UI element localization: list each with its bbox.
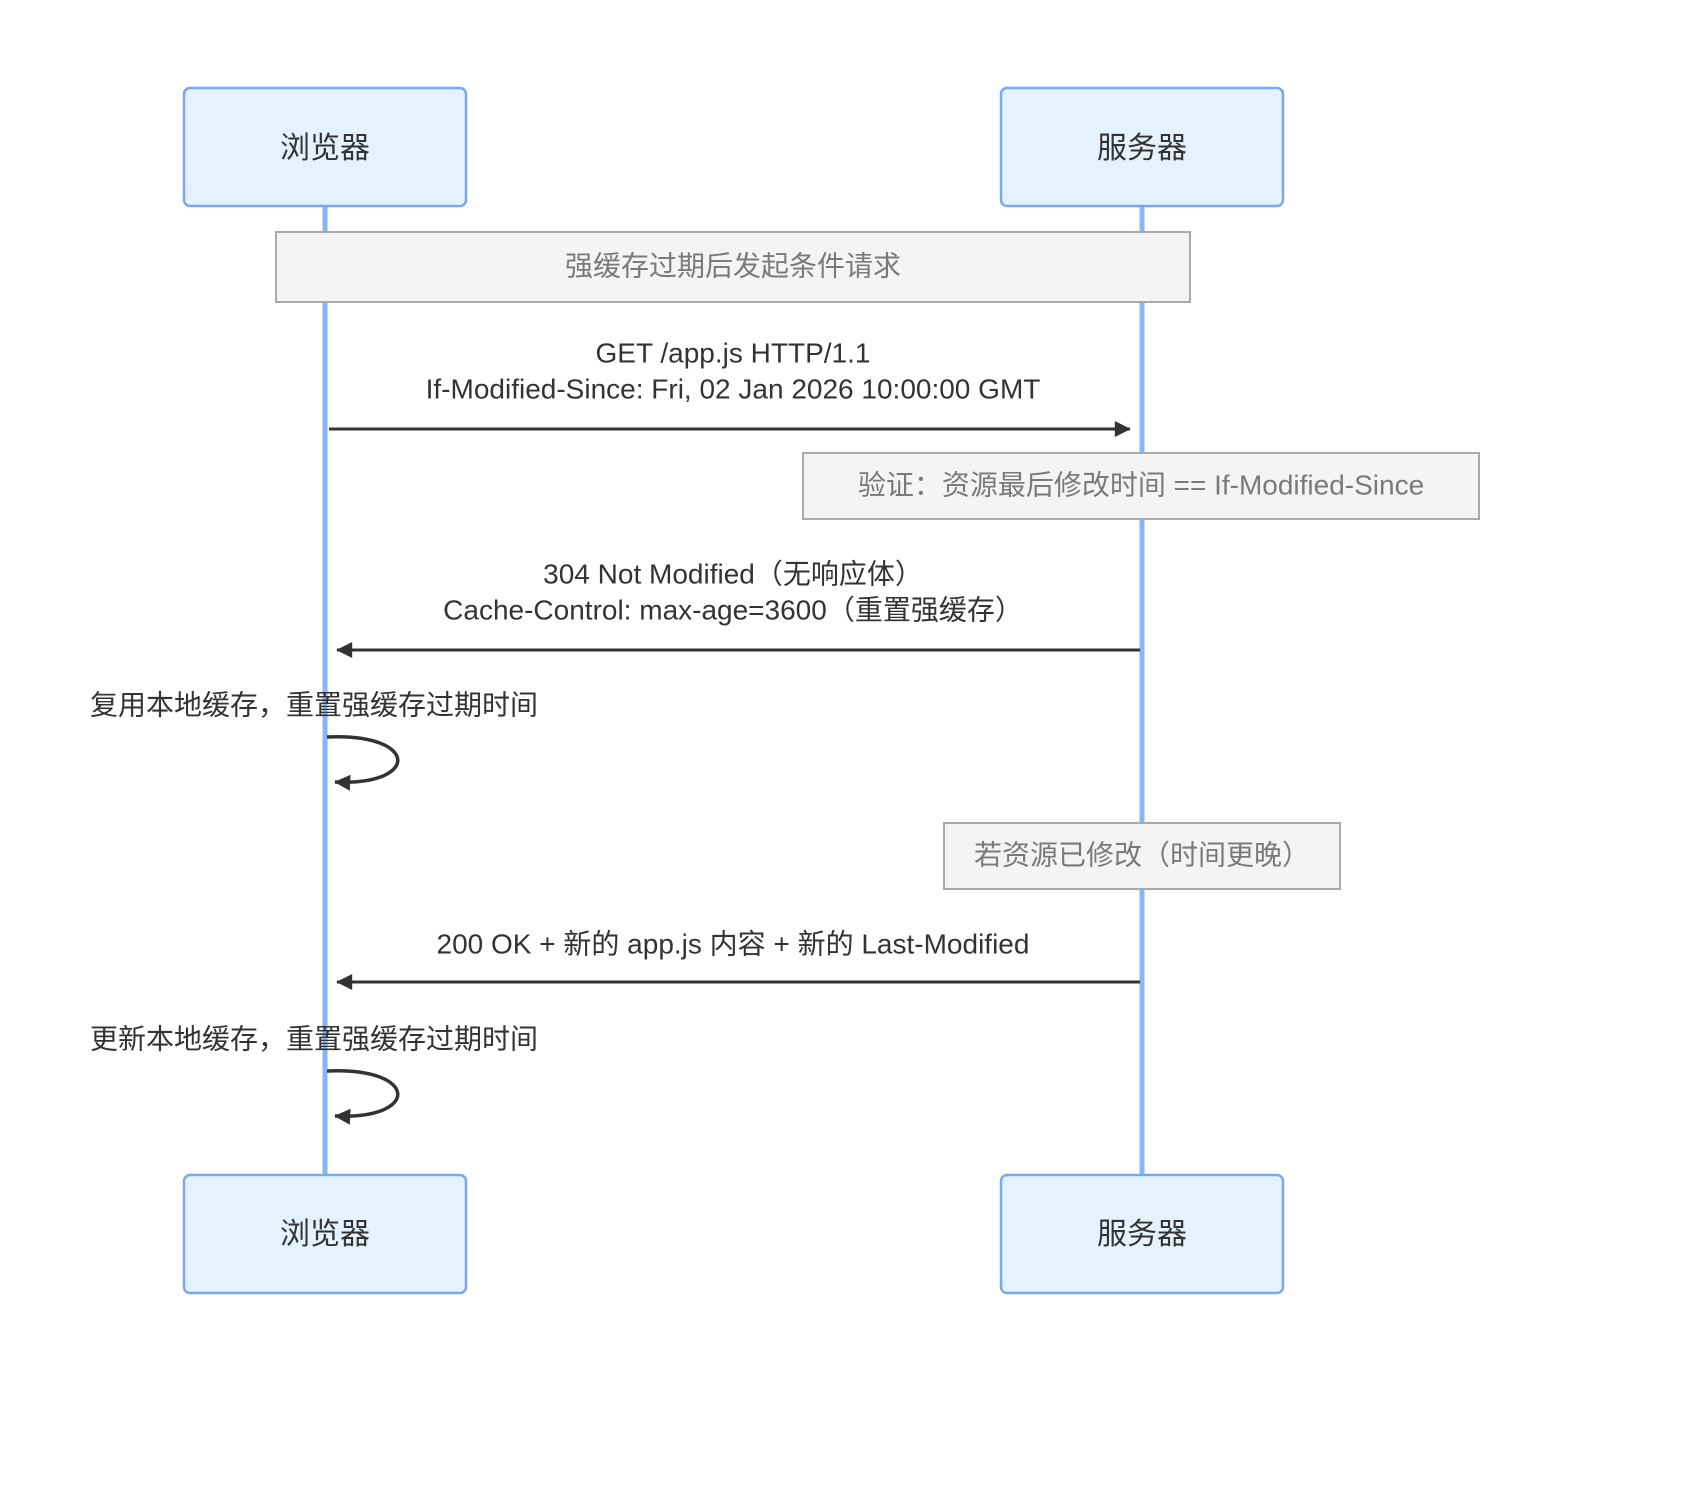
- message-self-reuse-cache-loop: [326, 735, 400, 791]
- actor-server-bottom[interactable]: 服务器: [999, 1173, 1285, 1295]
- actor-server-top-label: 服务器: [1097, 132, 1187, 165]
- message-304-label-line2: Cache-Control: max-age=3600（重置强缓存）: [443, 594, 1023, 625]
- note-3-label: 若资源已修改（时间更晚）: [974, 839, 1310, 870]
- message-self-update-cache-loop: [326, 1069, 400, 1125]
- note-2-box[interactable]: [802, 452, 1480, 520]
- message-304-label-line1: 304 Not Modified（无响应体）: [543, 558, 923, 589]
- message-self-update-cache[interactable]: 更新本地缓存，重置强缓存过期时间: [90, 1023, 538, 1125]
- note-2-label: 验证：资源最后修改时间 == If-Modified-Since: [858, 469, 1424, 500]
- message-get-app-js[interactable]: GET /app.js HTTP/1.1 If-Modified-Since: …: [329, 337, 1131, 437]
- message-get-app-js-label-line2: If-Modified-Since: Fri, 02 Jan 2026 10:0…: [426, 373, 1041, 404]
- actor-browser-top-label: 浏览器: [280, 132, 370, 165]
- message-get-app-js-label-line1: GET /app.js HTTP/1.1: [596, 337, 871, 368]
- note-1-box[interactable]: [275, 231, 1191, 303]
- actor-browser-bottom[interactable]: 浏览器: [182, 1173, 468, 1295]
- actor-browser-top-box[interactable]: [182, 86, 468, 208]
- actor-server-top-box[interactable]: [999, 86, 1285, 208]
- actor-browser-bottom-label: 浏览器: [280, 1218, 370, 1251]
- actor-server-bottom-box[interactable]: [999, 1173, 1285, 1295]
- actor-server-bottom-label: 服务器: [1097, 1218, 1187, 1251]
- message-self-update-cache-label: 更新本地缓存，重置强缓存过期时间: [90, 1023, 538, 1054]
- message-self-reuse-cache-label: 复用本地缓存，重置强缓存过期时间: [90, 689, 538, 720]
- actor-browser-top[interactable]: 浏览器: [182, 86, 468, 208]
- note-1-label: 强缓存过期后发起条件请求: [565, 250, 901, 281]
- note-right-of-server-resource-modified[interactable]: 若资源已修改（时间更晚）: [943, 822, 1341, 890]
- note-over-both-conditional-request[interactable]: 强缓存过期后发起条件请求: [275, 231, 1191, 303]
- note-right-of-server-validate[interactable]: 验证：资源最后修改时间 == If-Modified-Since: [802, 452, 1480, 520]
- message-200-ok[interactable]: 200 OK + 新的 app.js 内容 + 新的 Last-Modified: [336, 928, 1140, 990]
- message-200-ok-label: 200 OK + 新的 app.js 内容 + 新的 Last-Modified: [437, 928, 1030, 959]
- actor-browser-bottom-box[interactable]: [182, 1173, 468, 1295]
- message-self-reuse-cache[interactable]: 复用本地缓存，重置强缓存过期时间: [90, 689, 538, 791]
- actor-server-top[interactable]: 服务器: [999, 86, 1285, 208]
- note-3-box[interactable]: [943, 822, 1341, 890]
- message-304-not-modified[interactable]: 304 Not Modified（无响应体） Cache-Control: ma…: [336, 558, 1140, 658]
